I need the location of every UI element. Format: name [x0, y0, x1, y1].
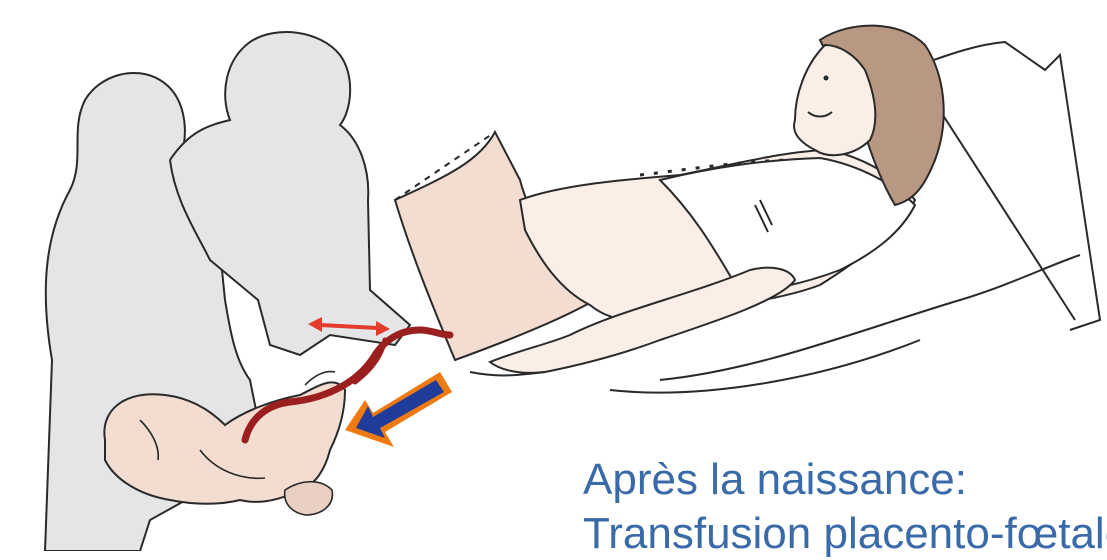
caption-line-1: Après la naissance: — [583, 454, 967, 506]
arrow-down-left-icon — [345, 372, 452, 447]
caption-line-2: Transfusion placento-fœtale — [583, 508, 1107, 560]
